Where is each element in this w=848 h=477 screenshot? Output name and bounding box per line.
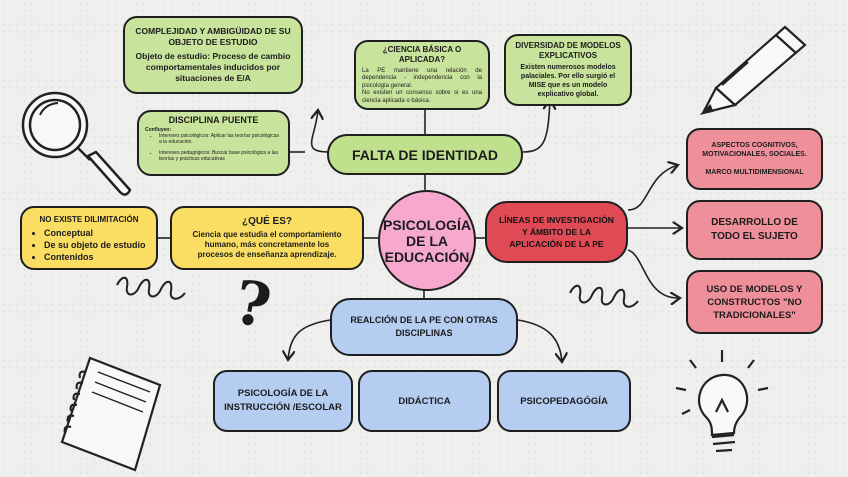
discipline-didactics-node[interactable]: DIDÁCTICA xyxy=(358,370,491,432)
notebook-icon xyxy=(62,358,160,470)
center-title-line: EDUCACIÓN xyxy=(385,249,470,265)
research-label: LÍNEAS DE INVESTIGACIÓN Y ÁMBITO DE LA A… xyxy=(497,214,616,250)
spring-icon-right xyxy=(570,286,638,307)
center-title-line: PSICOLOGÍA xyxy=(383,217,471,233)
bridge-title: DISCIPLINA PUENTE xyxy=(145,115,282,126)
basic-applied-title: ¿CIENCIA BÁSICA O APLICADA? xyxy=(362,45,482,65)
discipline-label: DIDÁCTICA xyxy=(398,396,450,407)
lightbulb-icon xyxy=(676,350,768,451)
discipline-instruction-node[interactable]: PSICOLOGÍA DE LA INSTRUCCIÓN /ESCOLAR xyxy=(213,370,353,432)
no-limit-title: NO EXISTE DILIMITACIÓN xyxy=(40,214,139,225)
basic-applied-node[interactable]: ¿CIENCIA BÁSICA O APLICADA? La PE mantie… xyxy=(354,40,490,110)
what-node[interactable]: ¿QUÉ ES? Ciencia que estudia el comporta… xyxy=(170,206,364,270)
aspects-line: ASPECTOS COGNITIVOS, MOTIVACIONALES, SOC… xyxy=(694,141,815,159)
what-body: Ciencia que estudia el comportamiento hu… xyxy=(186,230,348,260)
discipline-label: PSICOLOGÍA DE LA INSTRUCCIÓN /ESCOLAR xyxy=(223,387,343,415)
basic-applied-body: No existen un consenso sobre si es una c… xyxy=(362,90,482,105)
models-title: DIVERSIDAD DE MODELOS EXPLICATIVOS xyxy=(512,41,624,61)
complexity-title: COMPLEJIDAD Y AMBIGÜIDAD DE SU OBJETO DE… xyxy=(133,26,293,48)
complexity-body: Objeto de estudio: Proceso de cambio com… xyxy=(133,51,293,84)
spring-icon xyxy=(117,278,185,299)
research-node[interactable]: LÍNEAS DE INVESTIGACIÓN Y ÁMBITO DE LA A… xyxy=(485,201,628,263)
discipline-psychopedagogy-node[interactable]: PSICOPEDAGÓGÍA xyxy=(497,370,631,432)
magnifier-icon xyxy=(23,93,130,195)
nontraditional-label: USO DE MODELOS Y CONSTRUCTOS "NO TRADICI… xyxy=(694,283,815,322)
nontraditional-node[interactable]: USO DE MODELOS Y CONSTRUCTOS "NO TRADICI… xyxy=(686,270,823,334)
models-node[interactable]: DIVERSIDAD DE MODELOS EXPLICATIVOS Exist… xyxy=(504,34,632,106)
development-node[interactable]: DESARROLLO DE TODO EL SUJETO xyxy=(686,200,823,260)
bridge-node[interactable]: DISCIPLINA PUENTE Confluyen: Intereses p… xyxy=(137,110,290,176)
bridge-list: Intereses psicológicos: Aplicar las teor… xyxy=(145,133,282,162)
models-body: Existen numerosos modelos palaciales. Po… xyxy=(512,63,624,99)
aspects-line: MARCO MULTIDIMENSIONAL xyxy=(705,168,803,177)
bridge-list-item: Intereses pedagógicos: Buscar base psico… xyxy=(159,150,282,162)
center-topic[interactable]: PSICOLOGÍA DE LA EDUCACIÓN xyxy=(378,190,476,291)
no-limit-list: Conceptual De su objeto de estudio Conte… xyxy=(30,227,146,263)
what-title: ¿QUÉ ES? xyxy=(242,216,292,228)
basic-applied-body: La PE mantiene una relación de dependenc… xyxy=(362,68,482,91)
bridge-list-item: Intereses psicológicos: Aplicar las teor… xyxy=(159,133,282,145)
identity-node[interactable]: FALTA DE IDENTIDAD xyxy=(327,134,523,175)
no-limit-item: De su objeto de estudio xyxy=(44,239,146,251)
no-limit-item: Contenidos xyxy=(44,251,146,263)
identity-label: FALTA DE IDENTIDAD xyxy=(352,147,498,163)
discipline-label: PSICOPEDAGÓGÍA xyxy=(520,396,608,407)
aspects-node[interactable]: ASPECTOS COGNITIVOS, MOTIVACIONALES, SOC… xyxy=(686,128,823,190)
no-limit-node[interactable]: NO EXISTE DILIMITACIÓN Conceptual De su … xyxy=(20,206,158,270)
relation-node[interactable]: REALCIÓN DE LA PE CON OTRAS DISCIPLINAS xyxy=(330,298,518,356)
complexity-node[interactable]: COMPLEJIDAD Y AMBIGÜIDAD DE SU OBJETO DE… xyxy=(123,16,303,94)
center-title-line: DE LA xyxy=(406,233,448,249)
no-limit-item: Conceptual xyxy=(44,227,146,239)
pencil-icon xyxy=(703,27,805,113)
development-label: DESARROLLO DE TODO EL SUJETO xyxy=(696,216,813,244)
relation-label: REALCIÓN DE LA PE CON OTRAS DISCIPLINAS xyxy=(350,314,498,340)
